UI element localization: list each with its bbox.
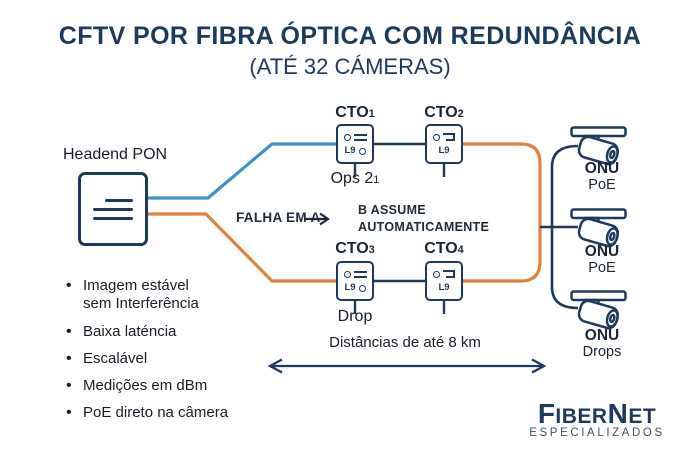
logo-tagline: ESPECIALIZADOS xyxy=(529,427,665,439)
benefit-item: PoE direto na câmera xyxy=(66,403,286,423)
cto1-box: L9 xyxy=(336,124,374,164)
cto-port-label: L9 xyxy=(438,145,450,157)
splitter-lines-icon xyxy=(353,270,367,278)
onu3-label: ONU xyxy=(584,327,620,344)
port-dot-icon xyxy=(343,133,351,141)
port-dot-icon xyxy=(358,284,366,292)
benefit-item: Escalável xyxy=(66,349,286,369)
distance-arrow xyxy=(267,358,547,374)
benefits-list: Imagem estável sem Interferência Baixa l… xyxy=(66,276,286,432)
loop-hook-icon xyxy=(443,133,455,141)
cto2-label: CTO2 xyxy=(424,104,464,121)
failover-line1: B ASSUME xyxy=(358,203,426,217)
onu1-type-label: PoE xyxy=(588,177,616,193)
benefit-item: Imagem estável sem Interferência xyxy=(66,276,286,314)
onu3-type-label: Drops xyxy=(582,344,622,360)
benefit-item: Medições em dBm xyxy=(66,376,286,396)
cto-port-label: L9 xyxy=(438,282,450,294)
cto1-label: CTO1 xyxy=(335,104,375,121)
headend-label: Headend PON xyxy=(63,146,168,163)
cto4-box: L9 xyxy=(425,261,463,301)
headend-box xyxy=(78,172,148,246)
failover-line2: AUTOMATICAMENTE xyxy=(358,220,490,234)
logo-fibernet: FIBERNET xyxy=(537,398,657,429)
port-dot-icon xyxy=(358,147,366,155)
cto2-box: L9 xyxy=(425,124,463,164)
cctv-camera-icon xyxy=(570,290,627,332)
port-dot-icon xyxy=(343,270,351,278)
port-dot-icon xyxy=(433,270,440,278)
menu-lines-icon xyxy=(93,198,133,220)
redundancy-loop-line xyxy=(461,142,542,283)
page-title: CFTV POR FIBRA ÓPTICA COM REDUNDÂNCIA xyxy=(58,22,642,50)
splitter-lines-icon xyxy=(353,133,367,141)
cto1-drop-label: Ops 21 xyxy=(330,170,380,187)
failover-label: FALHA EM A xyxy=(236,210,321,225)
page-subtitle: (ATÉ 32 CÁMERAS) xyxy=(249,54,451,79)
cto4-label: CTO4 xyxy=(424,240,464,257)
cto3-box: L9 xyxy=(336,261,374,301)
cto3-drop-label: Drop xyxy=(337,308,373,325)
failover-arrow-icon xyxy=(305,212,330,226)
fiber-line-a-blue xyxy=(146,142,338,200)
port-dot-icon xyxy=(433,133,440,141)
onu2-type-label: PoE xyxy=(588,260,616,276)
onu2-label: ONU xyxy=(584,243,620,260)
fiber-line-b-orange xyxy=(146,212,338,283)
cto-port-label: L9 xyxy=(344,282,356,294)
onu1-label: ONU xyxy=(584,160,620,177)
benefit-item: Baixa laténcia xyxy=(66,322,286,342)
distance-label: Distâncias de até 8 km xyxy=(329,334,481,351)
cto-port-label: L9 xyxy=(344,145,356,157)
cto3-label: CTO3 xyxy=(335,240,375,257)
loop-hook-icon xyxy=(443,270,455,278)
camera-bus-line xyxy=(550,144,579,310)
